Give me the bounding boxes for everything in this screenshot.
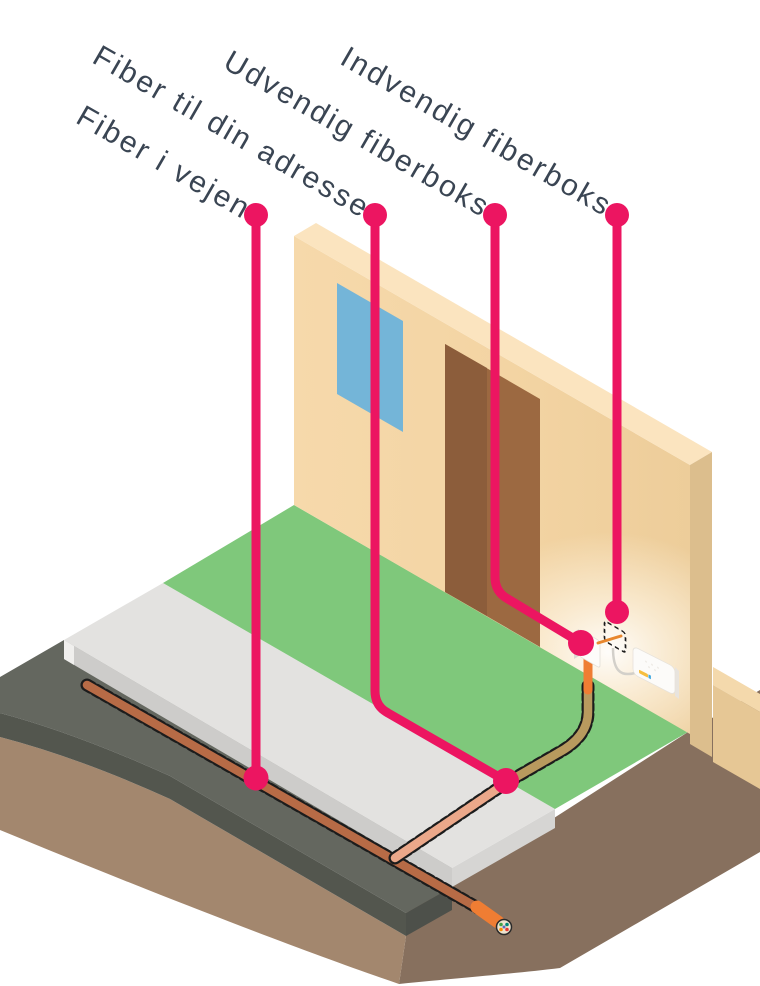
- wall-end-column: [690, 452, 712, 757]
- lawn: [163, 505, 688, 809]
- dot-target-3: [568, 630, 594, 656]
- soil-left-face: [0, 737, 406, 984]
- fiber-ducts: [80, 651, 595, 936]
- router-brand-label: [639, 669, 648, 678]
- dot-label-1: [244, 203, 268, 227]
- dot-label-3: [483, 203, 507, 227]
- leader-lines: [251, 210, 622, 786]
- wall-top-face: [294, 223, 712, 465]
- road-surface: [0, 640, 452, 913]
- dot-target-4: [605, 600, 629, 624]
- road-end-face: [406, 887, 452, 936]
- dot-label-2: [363, 203, 387, 227]
- sidewalk-surface: [64, 583, 555, 868]
- labels: Fiber i vejen Fiber til din adresse Udve…: [71, 39, 618, 226]
- leader-udvendig-fiberboks: [490, 210, 586, 648]
- through-wall-fiber: [596, 634, 623, 645]
- trunk-cable-orange-tip: [470, 900, 505, 929]
- dot-target-2: [493, 768, 519, 794]
- sidewalk-tip-bevel: [64, 640, 74, 665]
- leader-dots: [243, 203, 629, 794]
- branch-duct-sidewalk: [390, 778, 511, 863]
- branch-duct-lawn: [501, 681, 593, 788]
- road-front-face: [0, 713, 406, 936]
- low-wall-front: [713, 685, 760, 789]
- trunk-cable-cross-section: [495, 918, 513, 936]
- sidewalk-end-face: [452, 809, 555, 887]
- door-shadow-panel: [445, 344, 487, 616]
- dot-label-4: [605, 203, 629, 227]
- road-duct: [82, 680, 483, 913]
- window: [337, 283, 403, 432]
- indoor-fiber-box: [632, 647, 676, 694]
- low-wall: [713, 667, 760, 789]
- leader-fiber-til-din-adresse: [370, 210, 511, 786]
- indoor-patch-cable: [611, 647, 636, 676]
- dot-target-1: [243, 765, 269, 791]
- indoor-box-side: [675, 667, 679, 699]
- low-wall-top: [713, 667, 760, 712]
